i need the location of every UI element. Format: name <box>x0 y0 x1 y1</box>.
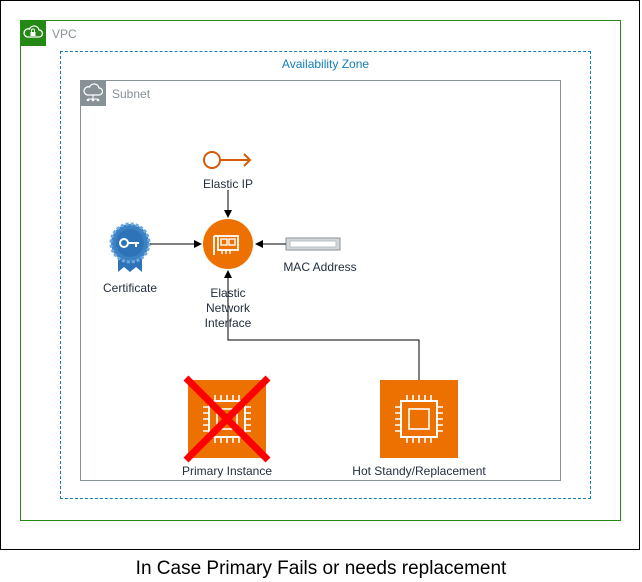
elastic-ip-label: Elastic IP <box>202 177 253 191</box>
network-card-icon <box>203 219 253 269</box>
diagram-caption: In Case Primary Fails or needs replaceme… <box>135 558 507 579</box>
ec2-instance-icon <box>380 380 458 458</box>
edge-standby-to-eni <box>224 270 420 380</box>
elastic-ip-icon <box>203 151 252 169</box>
primary-instance-label: Primary Instance <box>181 464 273 478</box>
subnet-group <box>80 80 561 481</box>
vpc-icon <box>20 20 46 46</box>
mac-address-bar-icon <box>285 237 341 251</box>
availability-zone-group <box>60 51 591 499</box>
mac-address-label: MAC Address <box>283 260 357 274</box>
certificate-label: Certificate <box>102 281 158 295</box>
vpc-group <box>20 20 621 521</box>
availability-zone-label: Availability Zone <box>281 57 370 71</box>
subnet-icon <box>80 80 106 106</box>
subnet-label: Subnet <box>112 87 151 101</box>
hot-standby-label: Hot Standy/Replacement <box>352 464 486 478</box>
vpc-label: VPC <box>52 27 77 41</box>
diagram-frame <box>0 0 640 550</box>
red-x-icon <box>183 375 271 463</box>
certificate-icon <box>109 222 151 272</box>
eni-label: Elastic Network Interface <box>204 286 252 330</box>
